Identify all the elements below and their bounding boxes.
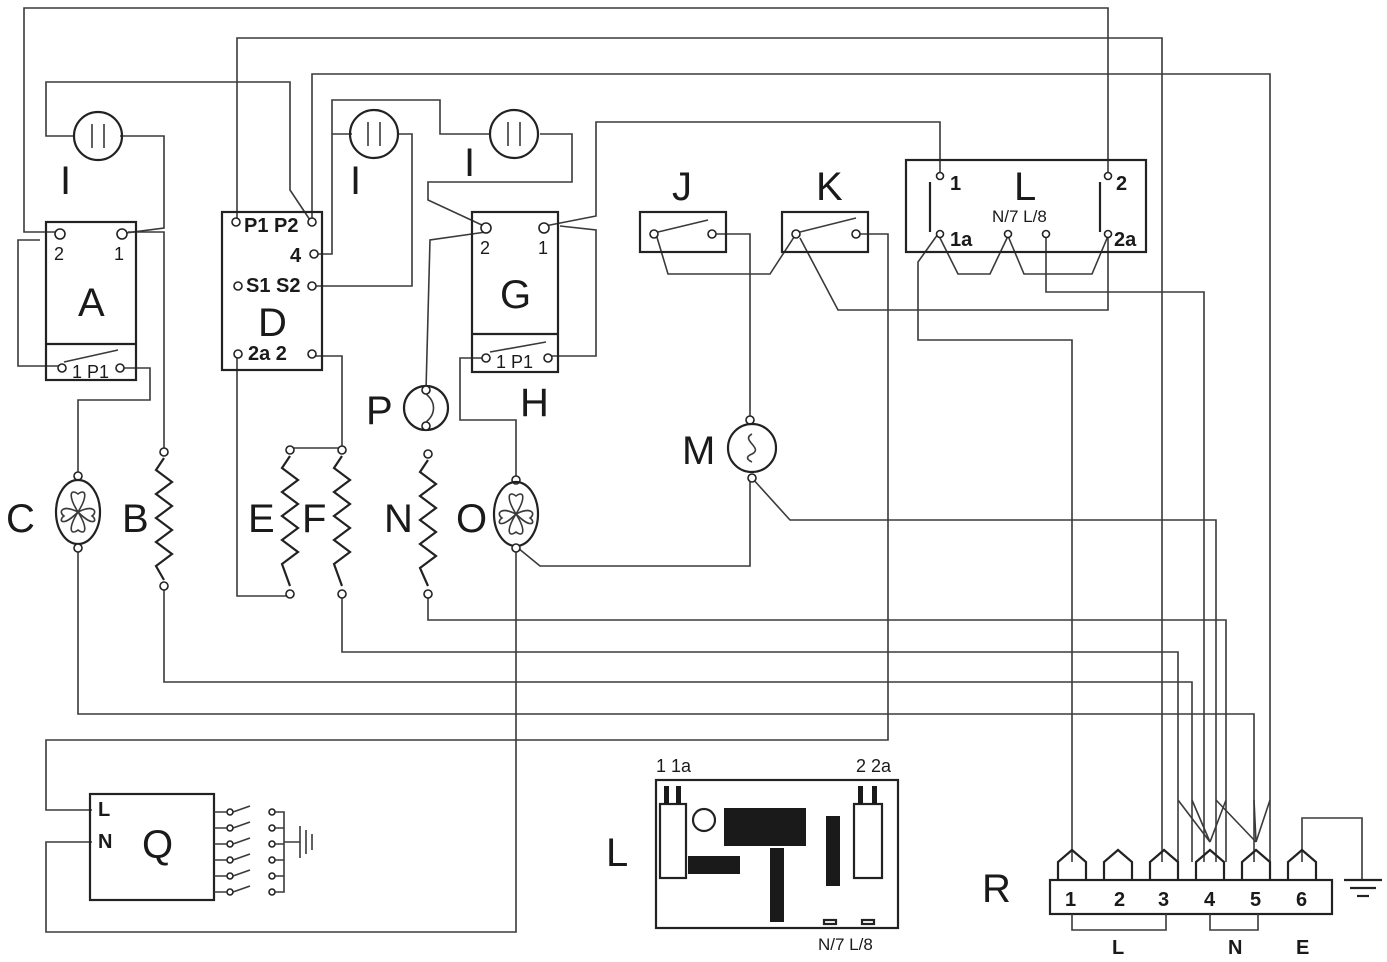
term-d-s1s2: S1 S2 — [246, 275, 300, 297]
r-pin-6: 6 — [1296, 889, 1307, 911]
heater-n — [418, 449, 438, 599]
label-h: H — [520, 381, 549, 425]
term-a-2: 2 — [54, 244, 64, 264]
r-group-l: L — [1112, 937, 1124, 959]
r-group-n: N — [1228, 937, 1242, 959]
label-b: B — [122, 497, 149, 541]
label-q: Q — [142, 823, 173, 867]
term-l-n7l8: N/7 L/8 — [992, 207, 1047, 226]
label-l: L — [1014, 165, 1036, 209]
label-g: G — [500, 273, 531, 317]
label-j: J — [672, 165, 692, 209]
label-e: E — [248, 497, 275, 541]
label-i-2: I — [350, 159, 361, 203]
term-d-4: 4 — [290, 245, 302, 267]
capacitor-3 — [488, 108, 540, 160]
wiring — [17, 7, 1363, 933]
component-g — [470, 210, 560, 374]
label-o: O — [456, 497, 487, 541]
r-pin-4: 4 — [1204, 889, 1216, 911]
term-q-n: N — [98, 831, 112, 853]
r-pin-1: 1 — [1065, 889, 1076, 911]
switch-k — [780, 210, 870, 254]
label-i-1: I — [60, 159, 71, 203]
heater-b — [154, 447, 174, 591]
r-pin-2: 2 — [1114, 889, 1125, 911]
term-l-1: 1 — [950, 173, 961, 195]
label-f: F — [302, 497, 326, 541]
label-a: A — [78, 281, 105, 325]
heater-e — [280, 445, 300, 599]
capacitor-2 — [348, 108, 400, 160]
r-pin-5: 5 — [1250, 889, 1261, 911]
r-pin-3: 3 — [1158, 889, 1169, 911]
fan-o — [492, 475, 540, 553]
lamp-m — [726, 415, 778, 483]
term-a-1: 1 — [114, 244, 124, 264]
terminal-block-r — [1048, 848, 1334, 931]
module-q — [88, 792, 313, 902]
label-n: N — [384, 497, 413, 541]
module-l — [904, 158, 1148, 254]
component-d — [220, 210, 324, 372]
label-l-board: L — [606, 831, 628, 875]
r-group-e: E — [1296, 937, 1309, 959]
control-board — [654, 778, 900, 930]
board-label-bottom: N/7 L/8 — [818, 935, 873, 954]
term-g-2: 2 — [480, 238, 490, 258]
label-c: C — [6, 497, 35, 541]
label-i-3: I — [464, 141, 475, 185]
label-k: K — [816, 165, 843, 209]
component-a — [44, 220, 138, 382]
label-r: R — [982, 867, 1011, 911]
term-q-l: L — [98, 799, 110, 821]
term-g-1: 1 — [538, 238, 548, 258]
capacitor-1 — [72, 110, 124, 162]
indicator-p — [402, 384, 450, 432]
term-l-1a: 1a — [950, 229, 973, 251]
term-d-2a2: 2a 2 — [248, 343, 287, 365]
label-d: D — [258, 301, 287, 345]
term-l-2: 2 — [1116, 173, 1127, 195]
switch-j — [638, 210, 728, 254]
board-label-top-right: 2 2a — [856, 756, 892, 776]
term-a-p1: 1 P1 — [72, 362, 109, 382]
term-h-p1: 1 P1 — [496, 352, 533, 372]
heater-f — [332, 445, 352, 599]
fan-c — [54, 471, 102, 553]
term-l-2a: 2a — [1114, 229, 1137, 251]
earth-icon — [1344, 878, 1382, 898]
labels: A B C D E F G H I I I J K L M N O P Q R … — [6, 141, 1309, 959]
term-d-p1p2: P1 P2 — [244, 215, 298, 237]
label-p: P — [366, 389, 393, 433]
board-label-top-left: 1 1a — [656, 756, 692, 776]
label-m: M — [682, 429, 715, 473]
